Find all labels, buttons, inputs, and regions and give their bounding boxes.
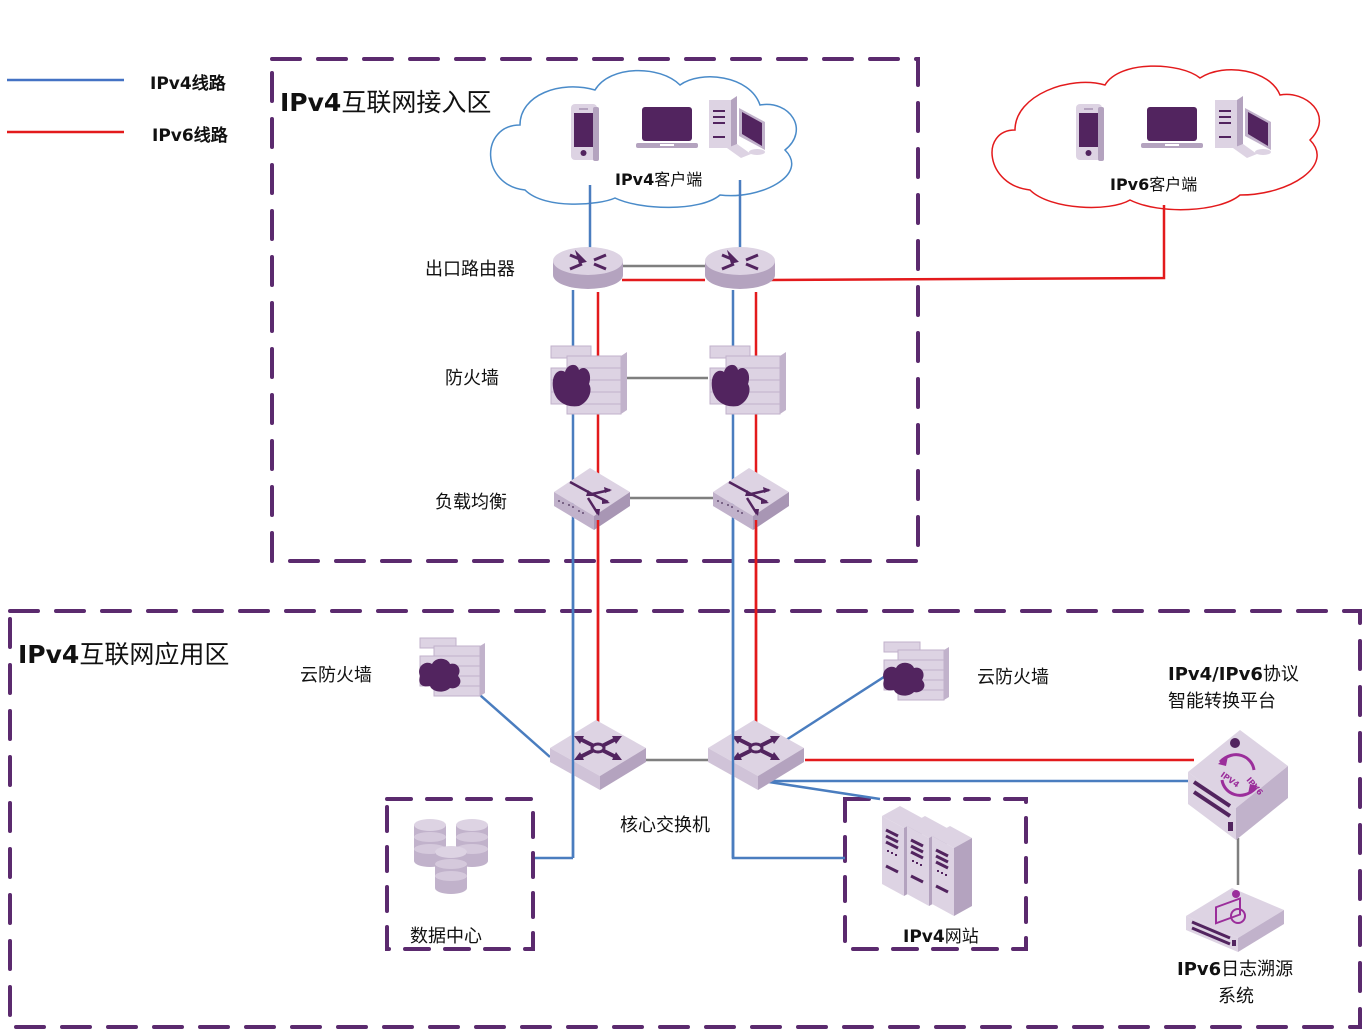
zone-datacenter-border xyxy=(385,797,535,951)
protocol-conversion-platform-icon: IPV4 IPV6 xyxy=(1188,730,1288,840)
egress-router-b-icon xyxy=(703,245,777,291)
log-system-label-line1: IPv6日志溯源 xyxy=(1177,959,1293,980)
zone-application-title: IPv4互联网应用区 xyxy=(18,640,229,669)
ipv6-phone-icon xyxy=(1076,104,1104,161)
zone-application-border xyxy=(8,609,1362,1029)
cloud-firewall-right-icon xyxy=(882,641,950,701)
platform-label-line2: 智能转换平台 xyxy=(1168,691,1276,712)
zone-access-title: IPv4互联网接入区 xyxy=(280,88,491,117)
egress-router-a-icon xyxy=(551,245,625,291)
egress-router-label: 出口路由器 xyxy=(425,259,515,280)
cloud-firewall-left-label: 云防火墙 xyxy=(300,665,372,686)
cloud-firewall-right-label: 云防火墙 xyxy=(977,667,1049,688)
core-switch-label: 核心交换机 xyxy=(620,815,710,836)
link-website-b xyxy=(768,780,881,801)
cloud-firewall-left-icon xyxy=(418,637,486,697)
zone-access-border xyxy=(270,57,920,563)
link-website-a xyxy=(731,790,845,860)
ipv6-clients-label: IPv6客户端 xyxy=(1110,175,1197,194)
legend-ipv4-label: IPv4线路 xyxy=(150,73,227,94)
datacenter-label: 数据中心 xyxy=(410,926,482,947)
link-cloudfw-left xyxy=(471,687,551,758)
link-cloudfw-right xyxy=(782,671,891,744)
legend-ipv6-label: IPv6线路 xyxy=(152,125,229,146)
legend: IPv4线路 IPv6线路 xyxy=(7,73,229,146)
log-system-label-line2: 系统 xyxy=(1218,986,1254,1007)
firewall-a-icon xyxy=(550,345,628,415)
load-balancer-label: 负载均衡 xyxy=(435,492,507,513)
zone-website-border xyxy=(843,797,1028,951)
website-server-icon xyxy=(880,804,974,918)
load-balancer-b-icon xyxy=(711,466,791,532)
firewall-b-icon xyxy=(709,345,787,415)
link-ipv6-cloud-router xyxy=(767,205,1166,282)
ipv4-phone-icon xyxy=(571,104,599,161)
platform-label-line1: IPv4/IPv6协议 xyxy=(1168,664,1299,685)
website-label: IPv4网站 xyxy=(903,927,979,947)
datacenter-db-icon xyxy=(414,819,488,894)
links-overlay xyxy=(571,520,758,858)
ipv4-clients-label: IPv4客户端 xyxy=(615,170,702,189)
load-balancer-a-icon xyxy=(552,466,632,532)
core-switch-a-icon xyxy=(548,718,648,792)
log-tracing-system-icon xyxy=(1186,888,1284,952)
firewall-label: 防火墙 xyxy=(445,368,499,389)
core-switch-b-icon xyxy=(706,718,806,792)
